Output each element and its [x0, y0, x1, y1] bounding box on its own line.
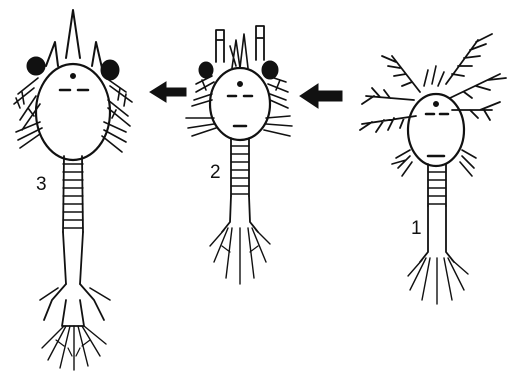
- arrow-stage-2-to-3: [150, 82, 186, 102]
- stage-3-label: 3: [36, 174, 47, 195]
- larva-stage-1: 1: [360, 34, 506, 304]
- stage-2-label: 2: [210, 162, 221, 183]
- stage-1-label: 1: [411, 218, 422, 239]
- larva-stage-3: 3: [14, 10, 132, 370]
- arrow-stage-1-to-2: [300, 84, 342, 108]
- larva-stage-2: 2: [186, 26, 292, 284]
